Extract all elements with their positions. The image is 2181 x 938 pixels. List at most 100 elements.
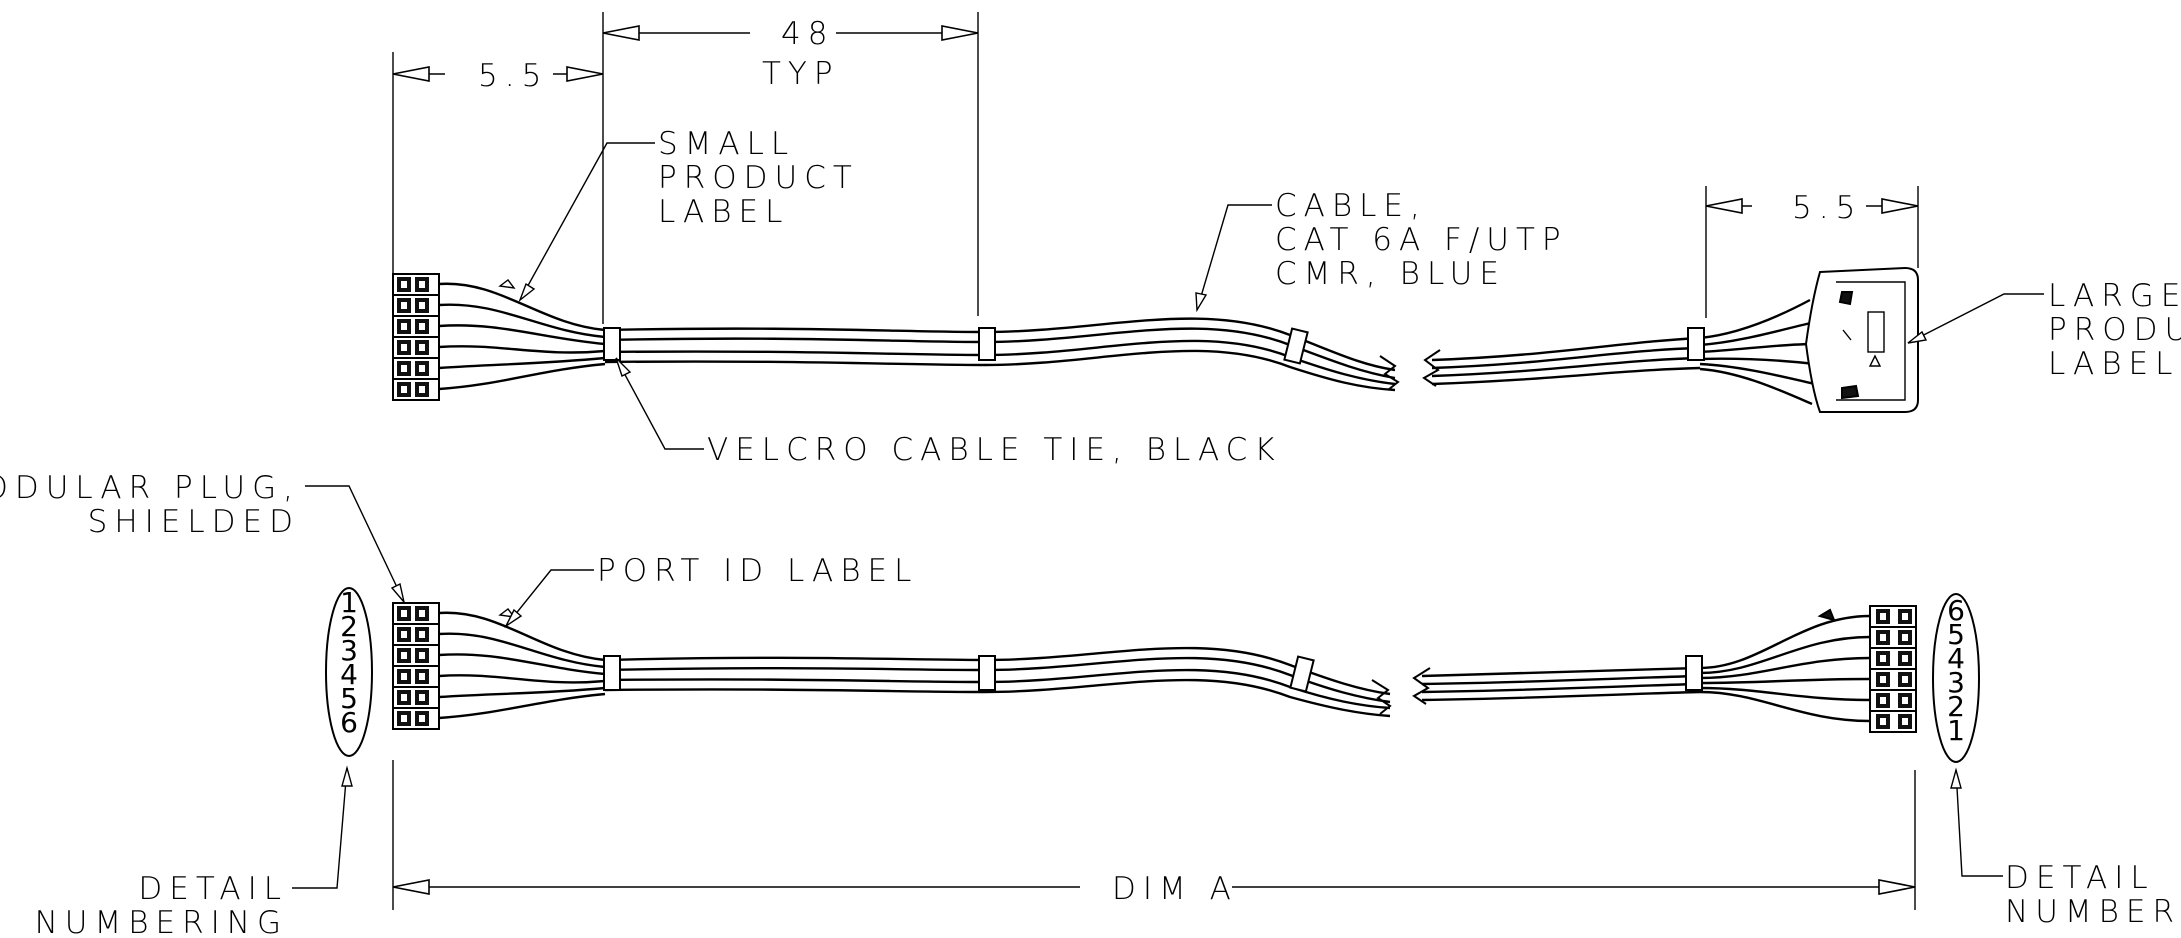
fan-wire-2	[438, 303, 606, 339]
bottom-tie-3	[1289, 655, 1315, 693]
top-plug-5	[392, 357, 440, 380]
bottom-plug-1	[392, 602, 440, 625]
dim-overall: DIM A	[1112, 871, 1238, 907]
fan-wire-4	[1699, 677, 1871, 685]
bottom-cable-left	[604, 646, 1392, 718]
top-plug-2	[392, 294, 440, 317]
fan-wire-6	[438, 692, 606, 720]
fan-wire-6	[438, 362, 606, 391]
top-right-fanout	[1699, 298, 1816, 406]
right-number-3: 3	[1947, 666, 1965, 699]
right-numbering-oval	[1932, 593, 1980, 763]
detail-left-line-1: DETAIL	[138, 871, 288, 907]
detail-left-line-2: NUMBERING	[35, 905, 288, 938]
top-plug-6	[392, 378, 440, 401]
top-plug-1	[392, 273, 440, 296]
bottom-tie-4	[1685, 655, 1703, 691]
velcro-label: VELCRO CABLE TIE, BLACK	[707, 432, 1282, 468]
small-label-line-2: PRODUCT	[658, 160, 859, 196]
bottom-left-plug-block	[392, 602, 440, 730]
left-number-1: 1	[340, 586, 358, 619]
fan-wire-1	[438, 611, 606, 662]
top-cable-left	[604, 317, 1400, 392]
dimension-lines	[392, 12, 1919, 910]
bottom-right-plug-block	[1869, 605, 1917, 733]
top-tie-3	[1283, 327, 1309, 365]
dimension-texts: 5.5 48 TYP 5.5 DIM A	[478, 16, 1862, 907]
callout-texts: SMALL PRODUCT LABEL CABLE, CAT 6A F/UTP …	[0, 126, 2181, 938]
label-tab	[1817, 608, 1836, 622]
right-number-6: 6	[1947, 594, 1965, 627]
label-tab	[498, 608, 516, 618]
dim-tie-spacing-note: TYP	[762, 56, 840, 92]
top-left-plug-block	[392, 273, 440, 401]
bottom-right-plug-3	[1869, 647, 1917, 670]
bottom-right-plug-4	[1869, 668, 1917, 691]
left-number-2: 2	[340, 610, 358, 643]
top-tie-4	[1687, 327, 1705, 361]
top-assembly	[392, 266, 1919, 413]
dim-tie-spacing: 48	[781, 16, 834, 52]
right-number-5: 5	[1947, 618, 1965, 651]
small-label-line-1: SMALL	[658, 126, 795, 162]
top-plug-4	[392, 336, 440, 359]
modular-plug-line-1: MODULAR PLUG,	[0, 470, 300, 506]
bottom-right-plug-6	[1869, 710, 1917, 733]
small-label-line-3: LABEL	[658, 194, 789, 230]
left-number-3: 3	[340, 634, 358, 667]
bottom-plug-5	[392, 686, 440, 709]
cable-line-3: CMR, BLUE	[1275, 256, 1506, 292]
fan-wire-5	[438, 356, 606, 370]
right-number-2: 2	[1947, 690, 1965, 723]
dim-right-offset: 5.5	[1792, 190, 1862, 226]
bottom-left-fanout	[438, 608, 606, 720]
fan-wire-5	[1699, 686, 1871, 702]
label-tab	[498, 279, 516, 289]
bottom-tie-2	[978, 655, 996, 691]
modular-plug-line-2: SHIELDED	[88, 504, 300, 540]
cable-line-2: CAT 6A F/UTP	[1275, 222, 1568, 258]
detail-right-line-2: NUMBERING	[2005, 894, 2181, 930]
fan-wire-3	[1699, 656, 1871, 680]
detail-right-line-1: DETAIL	[2005, 860, 2155, 896]
left-numbering-oval	[325, 587, 373, 757]
fan-wire-1	[1699, 614, 1871, 670]
bottom-tie-1	[603, 655, 621, 691]
fan-wire-4	[438, 345, 606, 354]
cable-line-1: CABLE,	[1275, 188, 1427, 224]
right-number-4: 4	[1947, 642, 1965, 675]
large-label-line-3: LABEL	[2048, 346, 2179, 382]
right-number-1: 1	[1947, 714, 1965, 747]
fan-wire-2	[438, 632, 606, 669]
large-label-line-2: PRODUC	[2048, 312, 2181, 348]
fan-wire-6	[1699, 690, 1871, 723]
fan-wire-2	[1699, 635, 1871, 675]
bottom-right-plug-5	[1869, 689, 1917, 712]
bottom-right-plug-1	[1869, 605, 1917, 628]
top-tie-1	[603, 327, 621, 361]
fan-wire-1	[438, 282, 606, 332]
dim-left-offset: 5.5	[478, 58, 548, 94]
top-plug-3	[392, 315, 440, 338]
bottom-plug-6	[392, 707, 440, 730]
left-number-6: 6	[340, 706, 358, 739]
top-tie-2	[978, 327, 996, 361]
top-right-connector-housing	[1804, 266, 1919, 413]
bottom-plug-3	[392, 644, 440, 667]
left-number-5: 5	[340, 682, 358, 715]
large-label-line-1: LARGE	[2048, 278, 2181, 314]
fan-wire-4	[438, 674, 606, 684]
bottom-plug-4	[392, 665, 440, 688]
bottom-cable-right	[1412, 666, 1701, 705]
bottom-right-plug-2	[1869, 626, 1917, 649]
bottom-right-fanout	[1699, 608, 1871, 723]
fan-wire-3	[438, 653, 606, 676]
fan-wire-3	[438, 324, 606, 346]
bottom-plug-2	[392, 623, 440, 646]
top-left-fanout	[438, 279, 606, 391]
fan-wire-5	[438, 686, 606, 699]
